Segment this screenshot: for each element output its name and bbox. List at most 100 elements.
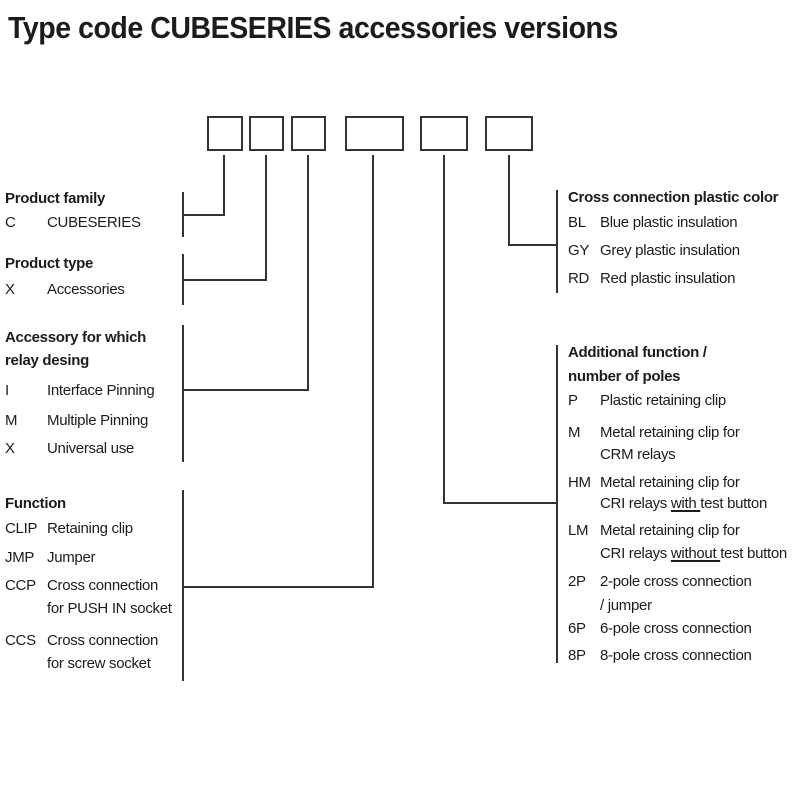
- row-function-ccp: CCP Cross connection: [5, 577, 158, 595]
- row-function-jmp: JMP Jumper: [5, 549, 96, 567]
- code-description: Universal use: [47, 440, 134, 457]
- code-description: Cross connection: [47, 577, 159, 594]
- row-accessory-i: I Interface Pinning: [5, 382, 155, 400]
- heading-additional-line2: number of poles: [568, 368, 681, 385]
- code-value: 2P: [568, 573, 586, 590]
- code-description: Metal retaining clip for: [600, 474, 740, 491]
- code-value: GY: [568, 242, 590, 259]
- heading-product-family: Product family: [5, 190, 105, 207]
- code-value: I: [5, 382, 9, 399]
- code-description: Grey plastic insulation: [600, 242, 740, 259]
- heading-plastic-color: Cross connection plastic color: [568, 189, 779, 206]
- tick-additional-function: [556, 345, 558, 663]
- code-value: CCS: [5, 632, 36, 649]
- connector-h-function: [183, 586, 374, 588]
- heading-additional-line1: Additional function /: [568, 344, 707, 361]
- code-description: Red plastic insulation: [600, 270, 736, 287]
- code-description: Plastic retaining clip: [600, 392, 726, 409]
- code-value: X: [5, 440, 15, 457]
- code-box-3: [291, 116, 326, 151]
- connector-line-box5: [443, 155, 445, 504]
- row-additional-hm: HM Metal retaining clip for: [568, 474, 740, 492]
- code-box-5: [420, 116, 468, 151]
- row-product-type-x: X Accessories: [5, 281, 125, 299]
- connector-line-box2: [265, 155, 267, 281]
- code-value: P: [568, 392, 578, 409]
- row-function-ccs-line2: for screw socket: [47, 655, 151, 672]
- code-description: Metal retaining clip for: [600, 424, 740, 441]
- row-additional-8p: 8P 8-pole cross connection: [568, 647, 752, 665]
- code-value: CLIP: [5, 520, 38, 537]
- heading-accessory-line1: Accessory for which: [5, 329, 147, 346]
- code-box-4: [345, 116, 404, 151]
- tick-accessory: [182, 325, 184, 462]
- row-accessory-m: M Multiple Pinning: [5, 412, 148, 430]
- code-value: JMP: [5, 549, 35, 566]
- code-description: Interface Pinning: [47, 382, 155, 399]
- row-additional-6p: 6P 6-pole cross connection: [568, 620, 752, 638]
- row-function-ccs: CCS Cross connection: [5, 632, 158, 650]
- row-color-gy: GY Grey plastic insulation: [568, 242, 740, 260]
- underlined-word: without: [670, 545, 721, 562]
- row-additional-m: M Metal retaining clip for: [568, 424, 740, 442]
- description-text: CRI relays: [600, 495, 671, 512]
- code-box-2: [249, 116, 284, 151]
- code-description: Blue plastic insulation: [600, 214, 738, 231]
- tick-product-type: [182, 254, 184, 305]
- row-additional-lm: LM Metal retaining clip for: [568, 522, 740, 540]
- code-description: Cross connection: [47, 632, 159, 649]
- code-value: M: [5, 412, 18, 429]
- code-value: LM: [568, 522, 589, 539]
- tick-plastic-color: [556, 190, 558, 293]
- code-value: CCP: [5, 577, 36, 594]
- underlined-word: with: [670, 495, 701, 512]
- code-value: 6P: [568, 620, 586, 637]
- code-description: 6-pole cross connection: [600, 620, 752, 637]
- code-value: 8P: [568, 647, 586, 664]
- tick-product-family: [182, 192, 184, 237]
- connector-line-box1: [223, 155, 225, 216]
- row-additional-2p: 2P 2-pole cross connection: [568, 573, 752, 591]
- code-value: HM: [568, 474, 591, 491]
- code-value: BL: [568, 214, 586, 231]
- description-text: test button: [720, 545, 787, 562]
- connector-line-box6: [508, 155, 510, 246]
- connector-h-plastic-color: [508, 244, 558, 246]
- row-additional-2p-line2: / jumper: [600, 597, 652, 614]
- tick-function: [182, 490, 184, 681]
- page-title: Type code CUBESERIES accessories version…: [8, 10, 618, 45]
- heading-function: Function: [5, 495, 66, 512]
- code-value: X: [5, 281, 15, 298]
- description-text: test button: [700, 495, 767, 512]
- row-additional-lm-line2: CRI relays without test button: [600, 545, 787, 563]
- code-box-1: [207, 116, 243, 151]
- connector-h-additional-function: [443, 502, 558, 504]
- row-function-ccp-line2: for PUSH IN socket: [47, 600, 172, 617]
- code-description: CUBESERIES: [47, 214, 141, 231]
- code-description: Accessories: [47, 281, 125, 298]
- heading-accessory-line2: relay desing: [5, 352, 89, 369]
- row-additional-hm-line2: CRI relays with test button: [600, 495, 767, 513]
- code-description: 2-pole cross connection: [600, 573, 752, 590]
- connector-line-box4: [372, 155, 374, 588]
- connector-line-box3: [307, 155, 309, 391]
- code-description: 8-pole cross connection: [600, 647, 752, 664]
- code-box-6: [485, 116, 533, 151]
- row-color-rd: RD Red plastic insulation: [568, 270, 735, 288]
- code-value: RD: [568, 270, 590, 287]
- row-function-clip: CLIP Retaining clip: [5, 520, 133, 538]
- description-text: CRI relays: [600, 545, 671, 562]
- connector-h-product-family: [183, 214, 225, 216]
- code-description: Retaining clip: [47, 520, 133, 537]
- row-accessory-x: X Universal use: [5, 440, 134, 458]
- code-description: Metal retaining clip for: [600, 522, 740, 539]
- connector-h-product-type: [183, 279, 267, 281]
- row-additional-p: P Plastic retaining clip: [568, 392, 726, 410]
- row-additional-m-line2: CRM relays: [600, 446, 676, 463]
- connector-h-accessory: [183, 389, 309, 391]
- code-description: Multiple Pinning: [47, 412, 149, 429]
- code-description: Jumper: [47, 549, 96, 566]
- code-value: M: [568, 424, 581, 441]
